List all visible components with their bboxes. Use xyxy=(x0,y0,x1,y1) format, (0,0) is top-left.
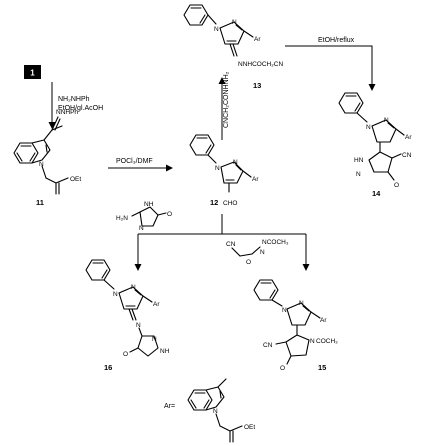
c14-cn: CN xyxy=(402,152,412,159)
compound-14: N N Ar CN HN N O 14 xyxy=(338,92,412,198)
cyanoacetyl-nh: N xyxy=(260,249,265,256)
c16-n: N xyxy=(152,336,157,343)
start-compound-box: 1 xyxy=(24,65,41,79)
c16-n1: N xyxy=(113,291,118,298)
pyrazolone-o: O xyxy=(167,211,172,218)
c14-ar: Ar xyxy=(405,134,412,141)
reagent-step1-line2: EtOH/gl.AcOH xyxy=(58,105,103,112)
c15-n-acetyl: N xyxy=(310,338,315,345)
c16-ar: Ar xyxy=(153,301,160,308)
cyanoacetyl-o: O xyxy=(246,259,251,266)
c14-o: O xyxy=(394,182,399,189)
c16-imine-n: N xyxy=(136,322,141,329)
c13-side-chain: NNHCOCH₂CN xyxy=(238,61,283,68)
c12-cho: CHO xyxy=(223,200,237,207)
compound-15-number: 15 xyxy=(318,363,326,372)
compound-16: N N Ar N NH N O 16 xyxy=(85,259,170,372)
compound-15: N N Ar CN N COCH₃ O 15 xyxy=(253,279,338,372)
pyrazolone-reagent: NH O H₂N N xyxy=(116,201,172,232)
compound-13: N N Ar NNHCOCH₂CN 13 xyxy=(183,4,283,90)
reagent-step4: EtOH/reflux xyxy=(318,37,355,44)
compound-14-number: 14 xyxy=(372,189,381,198)
c15-o: O xyxy=(280,365,285,372)
c11-hydrazone: NNHPh xyxy=(56,109,78,116)
ar-ester: OEt xyxy=(244,424,255,431)
pyrazolone-n: N xyxy=(139,225,144,232)
c12-n1: N xyxy=(215,165,220,172)
compound-11: N NNHPh OEt 11 xyxy=(13,109,81,207)
c13-n2: N xyxy=(232,19,237,26)
c15-acetyl: COCH₃ xyxy=(316,338,338,345)
compound-16-number: 16 xyxy=(104,363,112,372)
c16-o: O xyxy=(123,351,128,358)
ar-definition: Ar= N OEt xyxy=(164,378,255,443)
c16-n2: N xyxy=(131,284,136,291)
reagent-step6: NCOCH₃ xyxy=(262,239,289,246)
pyrazolone-nh: NH xyxy=(144,201,154,208)
c13-n1: N xyxy=(214,26,219,33)
reagent-step5: H₂N xyxy=(116,215,128,222)
c13-ar: Ar xyxy=(254,36,261,43)
c11-n-label: N xyxy=(39,161,44,168)
c15-n2: N xyxy=(299,300,304,307)
c15-ar: Ar xyxy=(320,317,327,324)
c14-n: N xyxy=(356,171,361,178)
c15-cn: CN xyxy=(263,342,273,349)
arrow-13-to-14 xyxy=(285,45,376,91)
ar-label: Ar= xyxy=(164,403,175,410)
compound-12: N N Ar 12 CHO xyxy=(189,134,259,207)
start-compound-number: 1 xyxy=(30,69,35,78)
reagent-step2: POCl₃/DMF xyxy=(116,158,153,165)
cyanoacetyl-reagent: CN O N NCOCH₃ xyxy=(226,239,289,266)
reagent-step3: CNCH₂CONHNH₂ xyxy=(223,71,230,128)
c14-n1: N xyxy=(366,124,371,131)
ar-n: N xyxy=(213,408,218,415)
c12-ar: Ar xyxy=(252,176,259,183)
c14-n2: N xyxy=(384,117,389,124)
c11-ester: OEt xyxy=(70,176,81,183)
reagent-step1-line1: NH₂NHPh xyxy=(58,96,90,103)
c15-n1: N xyxy=(282,307,287,314)
c12-n2: N xyxy=(233,159,238,166)
compound-13-number: 13 xyxy=(253,81,261,90)
c14-hn: HN xyxy=(354,157,364,164)
compound-11-number: 11 xyxy=(36,198,44,207)
c16-nh: NH xyxy=(160,348,170,355)
compound-12-number: 12 xyxy=(210,198,218,207)
cyanoacetyl-cn: CN xyxy=(226,241,236,248)
